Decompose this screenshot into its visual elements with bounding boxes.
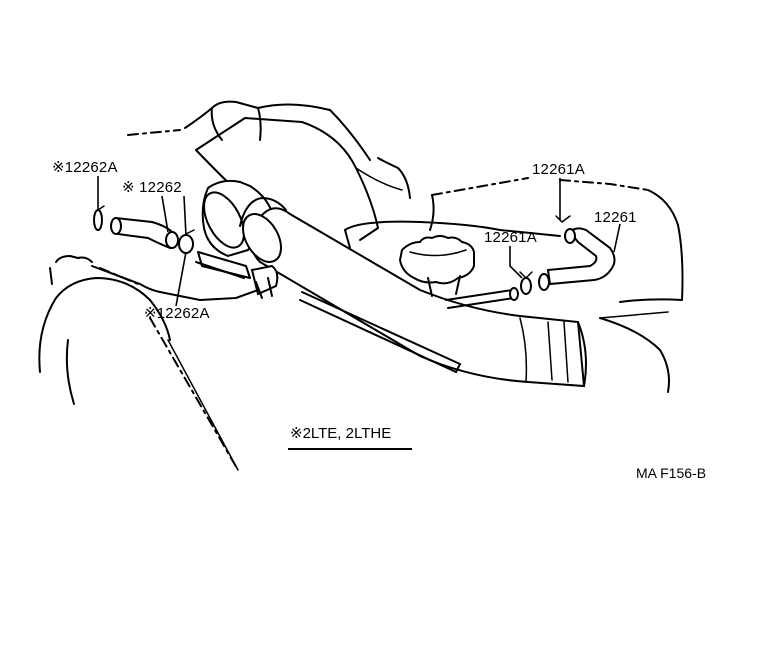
part-label-12261: 12261 <box>594 209 637 226</box>
engine-right-outline <box>344 157 684 393</box>
part-label-12261A-top: 12261A <box>532 161 585 178</box>
hose-12261 <box>519 215 616 295</box>
hose-12262 <box>110 216 195 254</box>
filler-cap <box>398 235 519 309</box>
engine-note: ※2LTE, 2LTHE <box>290 425 392 442</box>
clip-12262A-top <box>93 205 105 231</box>
hose-fitting <box>195 251 279 299</box>
part-label-12262: ※ 12262 <box>122 179 182 196</box>
engine-details <box>355 167 669 319</box>
engine-lower-left <box>38 255 259 471</box>
engine-note-underline <box>288 448 412 450</box>
dipstick-rod <box>299 291 461 373</box>
part-label-12261A-mid: 12261A <box>484 229 537 246</box>
figure-code: MA F156-B <box>636 465 707 481</box>
part-label-12262A-bottom: ※12262A <box>144 305 210 322</box>
intake-duct <box>201 179 587 388</box>
leader-lines <box>97 176 621 307</box>
part-label-12262A-top: ※12262A <box>52 159 118 176</box>
